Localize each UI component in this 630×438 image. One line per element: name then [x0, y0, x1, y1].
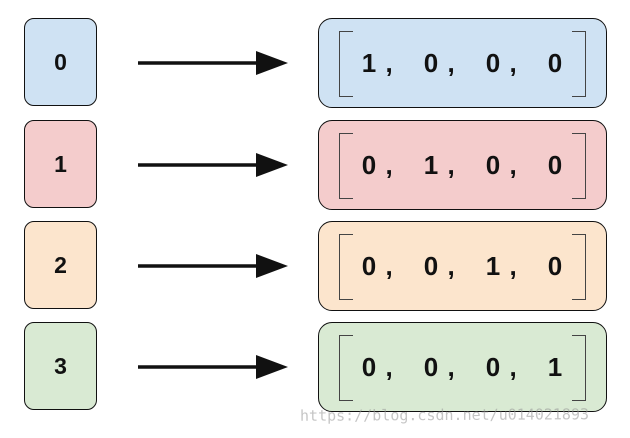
vector-value: 0: [423, 47, 440, 78]
one-hot-box-0: 1 , 0 , 0 , 0: [318, 18, 607, 108]
vector-separator: ,: [509, 351, 518, 382]
arrow-icon: [138, 51, 288, 75]
index-label-2: 2: [54, 251, 67, 278]
mapping-row-3: 3 0 , 0 , 0 , 1: [0, 322, 630, 412]
mapping-row-2: 2 0 , 0 , 1 , 0: [0, 221, 630, 311]
vector-value: 0: [547, 47, 564, 78]
vector-value: 1: [485, 250, 502, 281]
vector-separator: ,: [509, 250, 518, 281]
vector-value: 0: [485, 47, 502, 78]
vector-value: 1: [361, 47, 378, 78]
one-hot-box-3: 0 , 0 , 0 , 1: [318, 322, 607, 412]
vector-value: 1: [423, 149, 440, 180]
vector-value: 0: [423, 351, 440, 382]
one-hot-box-1: 0 , 1 , 0 , 0: [318, 120, 607, 210]
index-label-1: 1: [54, 150, 67, 177]
mapping-row-0: 0 1 , 0 , 0 , 0: [0, 18, 630, 108]
left-bracket: [339, 335, 353, 401]
right-bracket: [572, 31, 586, 97]
one-hot-vector-2: 0 , 0 , 1 , 0: [319, 222, 606, 310]
one-hot-box-2: 0 , 0 , 1 , 0: [318, 221, 607, 311]
right-bracket: [572, 133, 586, 199]
left-bracket: [339, 31, 353, 97]
vector-value: 0: [547, 250, 564, 281]
vector-value: 0: [485, 149, 502, 180]
vector-value: 0: [361, 250, 378, 281]
arrow-icon: [138, 355, 288, 379]
left-bracket: [339, 133, 353, 199]
vector-separator: ,: [385, 149, 394, 180]
vector-separator: ,: [447, 351, 456, 382]
mapping-row-1: 1 0 , 1 , 0 , 0: [0, 120, 630, 210]
index-box-0: 0: [24, 18, 97, 106]
one-hot-vector-0: 1 , 0 , 0 , 0: [319, 19, 606, 107]
vector-separator: ,: [509, 149, 518, 180]
vector-separator: ,: [509, 47, 518, 78]
vector-separator: ,: [385, 351, 394, 382]
index-label-3: 3: [54, 352, 67, 379]
left-bracket: [339, 234, 353, 300]
right-bracket: [572, 335, 586, 401]
vector-separator: ,: [385, 250, 394, 281]
vector-value: 0: [361, 149, 378, 180]
arrow-icon: [138, 254, 288, 278]
index-box-3: 3: [24, 322, 97, 410]
one-hot-vector-1: 0 , 1 , 0 , 0: [319, 121, 606, 209]
vector-separator: ,: [447, 47, 456, 78]
index-box-2: 2: [24, 221, 97, 309]
vector-value: 0: [361, 351, 378, 382]
vector-value: 1: [547, 351, 564, 382]
index-label-0: 0: [54, 48, 67, 75]
arrow-icon: [138, 153, 288, 177]
vector-separator: ,: [385, 47, 394, 78]
vector-value: 0: [485, 351, 502, 382]
vector-value: 0: [423, 250, 440, 281]
one-hot-vector-3: 0 , 0 , 0 , 1: [319, 323, 606, 411]
vector-value: 0: [547, 149, 564, 180]
vector-separator: ,: [447, 250, 456, 281]
watermark-url: https://blog.csdn.net/u014021893: [299, 405, 590, 425]
index-box-1: 1: [24, 120, 97, 208]
vector-separator: ,: [447, 149, 456, 180]
right-bracket: [572, 234, 586, 300]
